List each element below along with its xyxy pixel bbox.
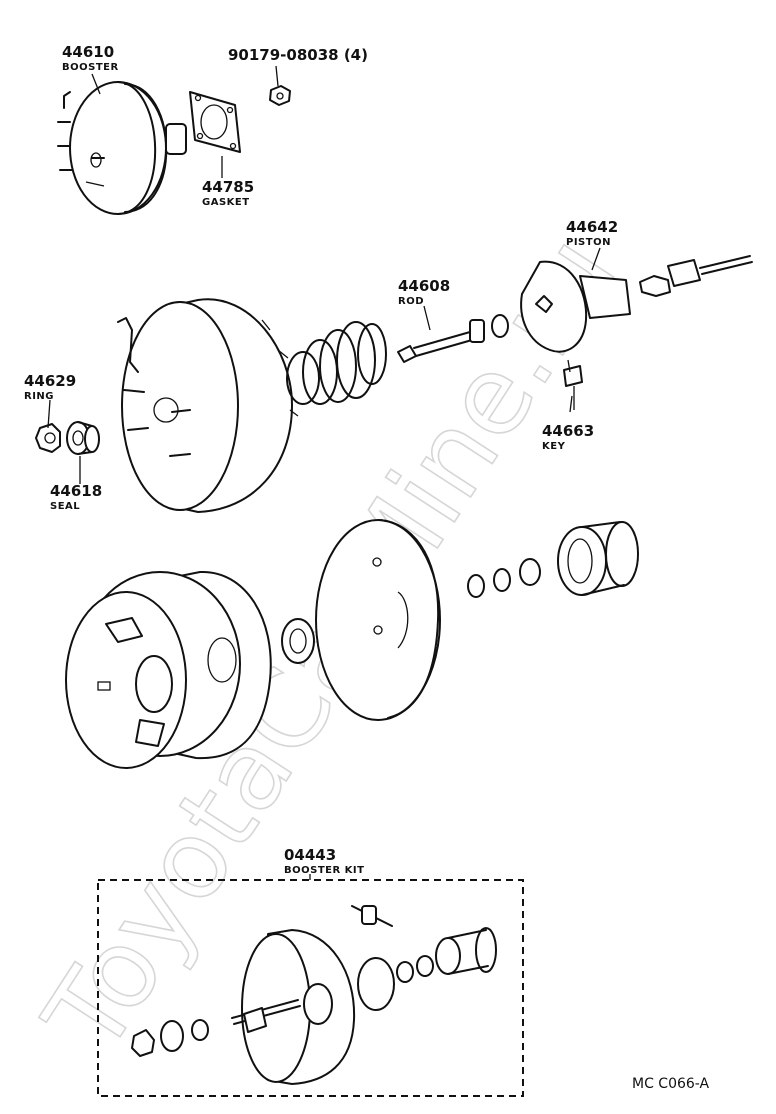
piston-drawing (520, 255, 753, 410)
rod-drawing (397, 314, 509, 363)
part-number: 90179-08038 (4) (228, 46, 368, 64)
part-name: GASKET (202, 197, 250, 208)
diaphragm-plate-drawing (281, 519, 639, 721)
part-number: 44629 (24, 372, 76, 390)
part-name: PISTON (566, 237, 611, 248)
part-number: 44610 (62, 43, 114, 61)
callout-piston: 44642 PISTON (566, 218, 618, 248)
part-name: BOOSTER KIT (284, 865, 364, 876)
part-number: 44608 (398, 277, 450, 295)
figure-code: MC C066-A (632, 1076, 710, 1092)
part-name: SEAL (50, 501, 80, 512)
callout-seal: 44618 SEAL (50, 482, 102, 512)
rear-shell-drawing (65, 570, 272, 769)
part-name: KEY (542, 441, 566, 452)
booster-kit-drawing (97, 879, 524, 1097)
part-name: ROD (398, 296, 424, 307)
callout-key: 44663 KEY (542, 422, 594, 452)
callout-booster-kit: 04443 BOOSTER KIT (284, 846, 364, 876)
callout-ring: 44629 RING (24, 372, 76, 402)
callout-rod: 44608 ROD (398, 277, 450, 307)
callout-gasket: 44785 GASKET (202, 178, 254, 208)
part-name: RING (24, 391, 54, 402)
part-number: 44663 (542, 422, 594, 440)
booster-assembly-drawing (57, 81, 291, 215)
part-name: BOOSTER (62, 62, 119, 73)
part-number: 44618 (50, 482, 102, 500)
ring-seal-drawing (35, 421, 100, 455)
part-number: 44642 (566, 218, 618, 236)
part-number: 04443 (284, 846, 336, 864)
callout-nut: 90179-08038 (4) (228, 46, 368, 64)
leader-lines (47, 65, 601, 880)
spring-drawing (286, 321, 387, 405)
callout-booster: 44610 BOOSTER (62, 43, 119, 73)
front-shell-drawing (117, 298, 299, 513)
part-number: 44785 (202, 178, 254, 196)
